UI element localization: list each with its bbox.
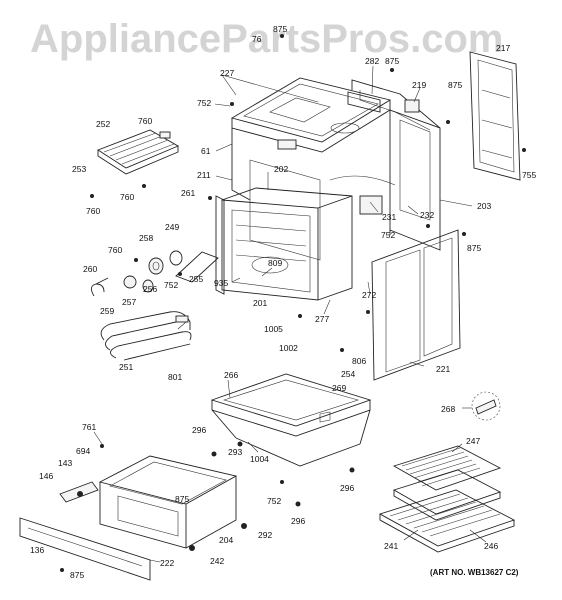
callout-label: 694 xyxy=(76,446,90,456)
callout-label: 296 xyxy=(340,483,354,493)
callout-label: 875 xyxy=(448,80,462,90)
drawer-front-panel xyxy=(19,481,151,581)
oven-cavity xyxy=(215,187,353,301)
callout-label: 222 xyxy=(160,558,174,568)
callout-label: 256 xyxy=(143,284,157,294)
callout-label: 875 xyxy=(385,56,399,66)
broiler-pan xyxy=(392,445,502,521)
callout-label: 296 xyxy=(192,425,206,435)
callout-label: 875 xyxy=(175,494,189,504)
callout-label: 258 xyxy=(139,233,153,243)
callout-label: 257 xyxy=(122,297,136,307)
callout-label: 266 xyxy=(224,370,238,380)
callout-labels: 875 76 227 282 875 219 875 217 752 252 7… xyxy=(30,24,536,580)
callout-label: 232 xyxy=(420,210,434,220)
callout-label: 875 xyxy=(273,24,287,34)
callout-label: 201 xyxy=(253,298,267,308)
callout-label: 875 xyxy=(70,570,84,580)
callout-label: 204 xyxy=(219,535,233,545)
callout-label: 1004 xyxy=(250,454,269,464)
callout-label: 227 xyxy=(220,68,234,78)
callout-label: 752 xyxy=(267,496,281,506)
leader-lines xyxy=(93,65,487,563)
callout-label: 249 xyxy=(165,222,179,232)
callout-label: 760 xyxy=(108,245,122,255)
callout-label: 76 xyxy=(252,34,262,44)
callout-label: 760 xyxy=(120,192,134,202)
callout-label: 296 xyxy=(291,516,305,526)
bake-element xyxy=(100,311,192,361)
callout-label: 755 xyxy=(522,170,536,180)
callout-label: 241 xyxy=(384,541,398,551)
callout-label: 253 xyxy=(72,164,86,174)
callout-label: 202 xyxy=(274,164,288,174)
control-knob-parts xyxy=(91,250,219,297)
callout-label: 269 xyxy=(332,383,346,393)
callout-label: 203 xyxy=(477,201,491,211)
callout-label: 247 xyxy=(466,436,480,446)
callout-label: 221 xyxy=(436,364,450,374)
callout-label: 268 xyxy=(441,404,455,414)
callout-label: 246 xyxy=(484,541,498,551)
broil-element xyxy=(97,129,180,175)
callout-label: 292 xyxy=(258,530,272,540)
callout-label: 143 xyxy=(58,458,72,468)
callout-label: 261 xyxy=(181,188,195,198)
callout-label: 935 xyxy=(214,278,228,288)
callout-label: 760 xyxy=(86,206,100,216)
callout-label: 752 xyxy=(164,280,178,290)
callout-label: 752 xyxy=(197,98,211,108)
callout-label: 136 xyxy=(30,545,44,555)
callout-label: 277 xyxy=(315,314,329,324)
callout-label: 255 xyxy=(189,274,203,284)
watermark: AppliancePartsPros.com xyxy=(30,17,504,61)
callout-label: 211 xyxy=(197,170,211,180)
callout-label: 293 xyxy=(228,447,242,457)
callout-label: 761 xyxy=(82,422,96,432)
callout-label: 252 xyxy=(96,119,110,129)
callout-label: 231 xyxy=(382,212,396,222)
callout-label: 259 xyxy=(100,306,114,316)
bottom-cabinet xyxy=(210,373,372,467)
oven-rack xyxy=(378,489,516,553)
callout-label: 254 xyxy=(341,369,355,379)
callout-label: 1002 xyxy=(279,343,298,353)
callout-label: 242 xyxy=(210,556,224,566)
callout-label: 1005 xyxy=(264,324,283,334)
art-number: (ART NO. WB13627 C2) xyxy=(430,568,519,577)
callout-label: 806 xyxy=(352,356,366,366)
callout-label: 282 xyxy=(365,56,379,66)
storage-drawer xyxy=(98,455,238,549)
callout-label: 809 xyxy=(268,258,282,268)
callout-label: 251 xyxy=(119,362,133,372)
callout-label: 752 xyxy=(381,230,395,240)
sensor-detail xyxy=(471,391,501,421)
callout-label: 217 xyxy=(496,43,510,53)
callout-label: 61 xyxy=(201,146,211,156)
oven-cabinet-assembly xyxy=(230,51,521,381)
callout-label: 146 xyxy=(39,471,53,481)
callout-label: 219 xyxy=(412,80,426,90)
callout-label: 875 xyxy=(467,243,481,253)
callout-label: 272 xyxy=(362,290,376,300)
callout-label: 801 xyxy=(168,372,182,382)
callout-label: 760 xyxy=(138,116,152,126)
callout-label: 260 xyxy=(83,264,97,274)
fasteners xyxy=(60,34,526,572)
